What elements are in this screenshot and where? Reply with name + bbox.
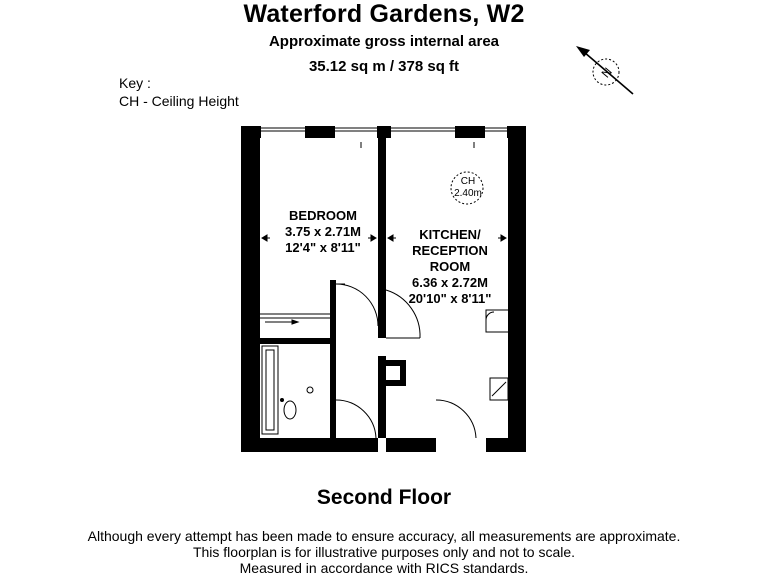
plan-title: Waterford Gardens, W2 bbox=[243, 0, 525, 28]
disclaimer: Although every attempt has been made to … bbox=[0, 528, 768, 576]
bedroom-name: BEDROOM bbox=[289, 208, 357, 223]
disclaimer-line-2: This floorplan is for illustrative purpo… bbox=[192, 544, 576, 560]
north-arrow-icon: N bbox=[576, 46, 634, 95]
compass-letter: N bbox=[599, 65, 615, 81]
ceiling-height-marker: CH 2.40m bbox=[448, 176, 488, 200]
kitchen-name-2: RECEPTION bbox=[412, 243, 488, 258]
ceiling-height-label: CH bbox=[460, 176, 476, 187]
disclaimer-line-3: Measured in accordance with RICS standar… bbox=[239, 560, 529, 576]
area-label: Approximate gross internal area bbox=[268, 33, 500, 50]
windows bbox=[261, 127, 507, 132]
key-legend: Key : CH - Ceiling Height bbox=[119, 74, 239, 110]
kitchen-metric: 6.36 x 2.72M bbox=[412, 275, 488, 290]
dimension-markers bbox=[261, 234, 507, 242]
bedroom-metric: 3.75 x 2.71M bbox=[285, 224, 361, 239]
key-entry: CH - Ceiling Height bbox=[119, 93, 239, 109]
internal-walls bbox=[260, 126, 406, 438]
key-heading: Key : bbox=[119, 75, 151, 91]
ceiling-height-value: 2.40m bbox=[454, 188, 482, 199]
kitchen-name-1: KITCHEN/ bbox=[419, 227, 481, 242]
bedroom-label: BEDROOM 3.75 x 2.71M 12'4" x 8'11" bbox=[268, 208, 378, 256]
area-value: 35.12 sq m / 378 sq ft bbox=[308, 58, 460, 75]
fixtures bbox=[260, 142, 509, 439]
bedroom-imperial: 12'4" x 8'11" bbox=[285, 240, 361, 255]
kitchen-label: KITCHEN/ RECEPTION ROOM 6.36 x 2.72M 20'… bbox=[400, 227, 500, 307]
floor-label: Second Floor bbox=[316, 486, 452, 509]
disclaimer-line-1: Although every attempt has been made to … bbox=[87, 528, 681, 544]
kitchen-name-3: ROOM bbox=[429, 259, 471, 274]
outer-walls bbox=[241, 126, 526, 452]
kitchen-imperial: 20'10" x 8'11" bbox=[408, 291, 492, 306]
